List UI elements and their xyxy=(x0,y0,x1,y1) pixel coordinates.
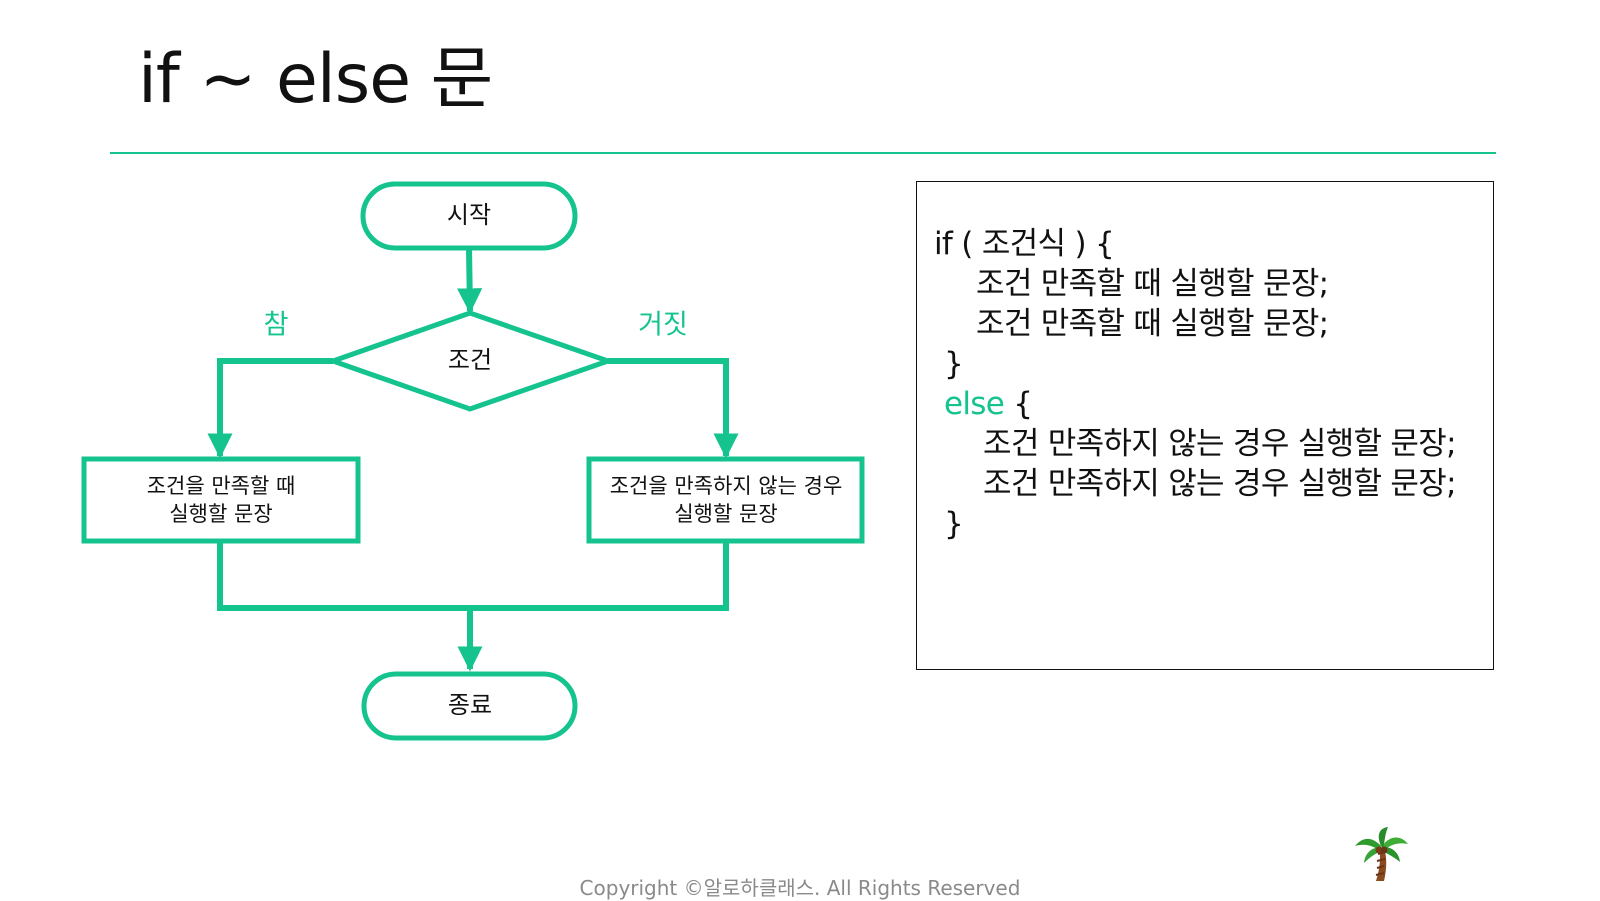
palm-tree-icon xyxy=(1355,827,1408,881)
page-title: if ~ else 문 xyxy=(138,40,493,119)
if-else-flowchart: 시작 조건 참 거짓 조건을 만족할 때 실행할 문장 조건을 만족하지 않는 … xyxy=(81,181,865,741)
true-process-box xyxy=(81,456,361,544)
end-label: 종료 xyxy=(448,691,492,719)
false-process-line-1: 조건을 만족하지 않는 경우 xyxy=(610,474,843,498)
copyright-footer: Copyright ©알로하클래스. All Rights Reserved xyxy=(579,876,1021,900)
code-line-true-1: 조건 만족할 때 실행할 문장; xyxy=(976,266,1329,302)
start-to-condition-arrow xyxy=(457,247,483,314)
start-label: 시작 xyxy=(447,201,491,229)
title-divider xyxy=(110,152,1496,154)
true-process-line-2: 실행할 문장 xyxy=(169,502,272,526)
false-process-box xyxy=(586,456,865,544)
code-line-else: else { xyxy=(944,386,1033,422)
else-keyword: else xyxy=(944,386,1005,422)
true-branch-arrow xyxy=(207,358,333,459)
code-line-false-1: 조건 만족하지 않는 경우 실행할 문장; xyxy=(983,426,1457,462)
true-branch-label: 참 xyxy=(264,310,289,341)
condition-label: 조건 xyxy=(448,346,492,374)
false-process-line-2: 실행할 문장 xyxy=(674,502,777,526)
false-branch-arrow xyxy=(608,358,739,459)
code-line-false-2: 조건 만족하지 않는 경우 실행할 문장; xyxy=(983,466,1457,502)
end-terminator xyxy=(361,671,578,741)
true-process-line-1: 조건을 만족할 때 xyxy=(147,474,296,498)
start-terminator xyxy=(360,181,578,251)
code-line-true-2: 조건 만족할 때 실행할 문장; xyxy=(976,306,1329,342)
merge-connector xyxy=(217,541,729,611)
false-branch-label: 거짓 xyxy=(638,310,688,341)
if-else-code-box xyxy=(916,181,1494,670)
code-line-if: if ( 조건식 ) { xyxy=(934,226,1115,262)
code-line-if-close: } xyxy=(944,346,964,382)
condition-decision xyxy=(325,310,616,412)
code-line-else-close: } xyxy=(944,506,964,542)
else-open-brace: { xyxy=(1004,386,1033,422)
